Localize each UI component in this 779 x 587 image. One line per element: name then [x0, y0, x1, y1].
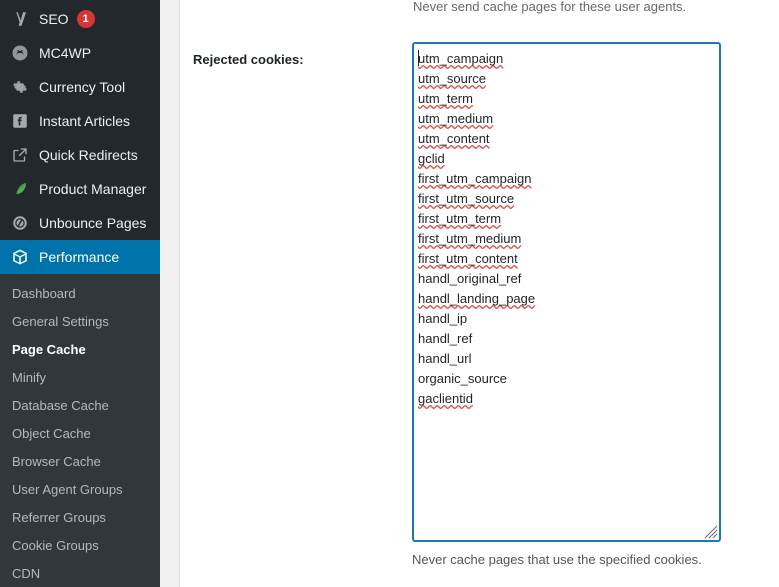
cookie-line: handl_url: [418, 351, 472, 366]
submenu-item-object-cache[interactable]: Object Cache: [12, 426, 91, 441]
submenu-item-page-cache[interactable]: Page Cache: [12, 342, 86, 357]
cookie-line: first_utm_medium: [418, 231, 522, 246]
sidebar-item-label: Currency Tool: [39, 79, 126, 95]
cookie-line: first_utm_content: [418, 251, 518, 266]
rejected-cookies-label: Rejected cookies:: [193, 52, 304, 67]
cookie-line: handl_landing_page: [418, 291, 536, 306]
performance-icon: [10, 247, 30, 267]
text-caret: [418, 50, 419, 66]
sidebar-item-seo[interactable]: SEO 1: [0, 2, 160, 36]
sidebar-item-unbounce-pages[interactable]: Unbounce Pages: [0, 206, 160, 240]
cookie-line: first_utm_term: [418, 211, 502, 226]
submenu-item-user-agent-groups[interactable]: User Agent Groups: [12, 482, 123, 497]
sidebar-item-label: SEO: [39, 11, 69, 27]
sidebar-item-label: Product Manager: [39, 181, 147, 197]
leaf-icon: [10, 179, 30, 199]
submenu-item-browser-cache[interactable]: Browser Cache: [12, 454, 101, 469]
cookie-line: utm_medium: [418, 111, 494, 126]
cookie-line: utm_source: [418, 71, 486, 86]
cookie-line: utm_content: [418, 131, 490, 146]
rejected-cookies-textarea[interactable]: utm_campaign utm_source utm_term utm_medium…: [412, 42, 721, 542]
sidebar-item-badge: 1: [76, 10, 95, 28]
previous-field-note: Never send cache pages for these user ag…: [413, 0, 687, 14]
cookie-line: handl_original_ref: [418, 271, 522, 286]
cookie-line: utm_campaign: [418, 51, 504, 66]
submenu-item-cdn[interactable]: CDN: [12, 566, 41, 581]
sidebar-item-label: Quick Redirects: [39, 147, 138, 163]
content-panel: Never send cache pages for these user ag…: [179, 0, 779, 587]
sidebar-gutter: [160, 0, 179, 587]
facebook-icon: [10, 111, 30, 131]
sidebar-item-currency-tool[interactable]: Currency Tool: [0, 70, 160, 104]
cookie-line: organic_source: [418, 371, 507, 386]
sidebar-item-performance[interactable]: Performance: [0, 240, 160, 274]
cookie-line: first_utm_source: [418, 191, 515, 206]
cookie-line: handl_ref: [418, 331, 473, 346]
cookie-line: gclid: [418, 151, 445, 166]
submenu-item-cookie-groups[interactable]: Cookie Groups: [12, 538, 99, 553]
external-link-icon: [10, 145, 30, 165]
cookie-line: gaclientid: [418, 391, 473, 406]
sidebar-item-label: Performance: [39, 249, 120, 265]
sidebar-item-label: MC4WP: [39, 45, 92, 61]
circle-slash-icon: [10, 213, 30, 233]
yoast-seo-icon: [10, 9, 30, 29]
sidebar-item-label: Unbounce Pages: [39, 215, 147, 231]
sidebar-item-quick-redirects[interactable]: Quick Redirects: [0, 138, 160, 172]
submenu-item-database-cache[interactable]: Database Cache: [12, 398, 109, 413]
textarea-content: utm_campaign utm_source utm_term utm_medium…: [414, 44, 719, 409]
resize-handle-icon[interactable]: [704, 525, 718, 539]
submenu-item-referrer-groups[interactable]: Referrer Groups: [12, 510, 106, 525]
rejected-cookies-helper-note: Never cache pages that use the specified…: [412, 552, 702, 567]
gear-icon: [10, 77, 30, 97]
sidebar-item-product-manager[interactable]: Product Manager: [0, 172, 160, 206]
submenu-item-dashboard[interactable]: Dashboard: [12, 286, 76, 301]
sidebar-item-mc4wp[interactable]: MC4WP: [0, 36, 160, 70]
submenu-item-general-settings[interactable]: General Settings: [12, 314, 109, 329]
mailchimp-icon: [10, 43, 30, 63]
cookie-line: utm_term: [418, 91, 473, 106]
sidebar-item-instant-articles[interactable]: Instant Articles: [0, 104, 160, 138]
submenu-item-minify[interactable]: Minify: [12, 370, 46, 385]
sidebar-item-label: Instant Articles: [39, 113, 131, 129]
cookie-line: first_utm_campaign: [418, 171, 532, 186]
cookie-line: handl_ip: [418, 311, 468, 326]
